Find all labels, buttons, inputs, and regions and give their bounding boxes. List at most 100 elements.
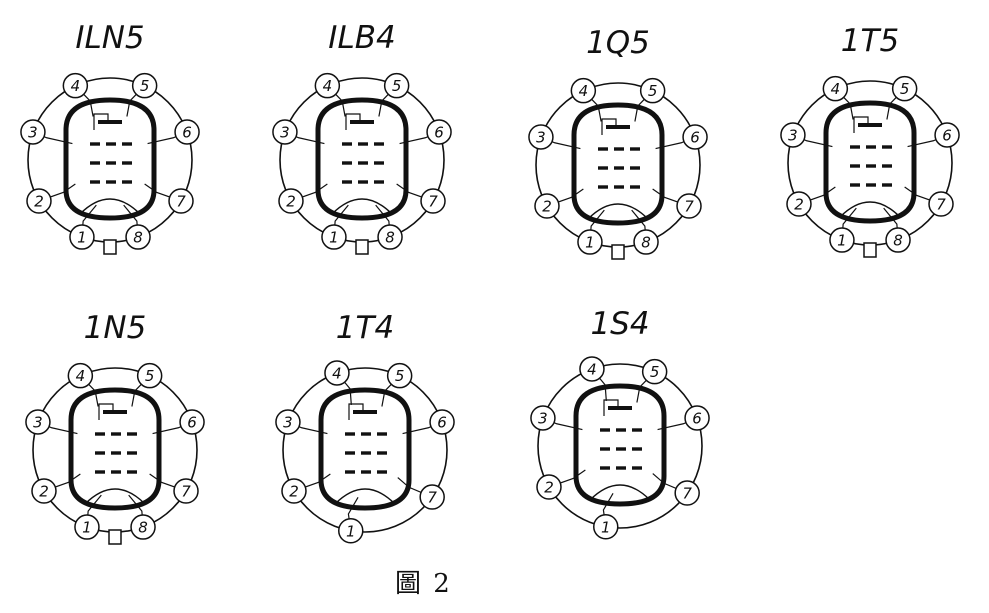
pin-6-badge <box>174 119 200 145</box>
pin-number: 1 <box>837 232 847 250</box>
glass-bulb <box>823 100 917 224</box>
pin-2-badge <box>281 478 307 504</box>
pin-3-badge <box>20 119 46 145</box>
pin-8-badge <box>633 229 659 255</box>
pin-4-badge <box>314 72 341 99</box>
glass-bulb <box>318 387 412 511</box>
pin-number: 8 <box>641 234 651 252</box>
pin-number: 5 <box>650 363 660 381</box>
pin-number: 4 <box>323 77 333 95</box>
pin-7-badge <box>168 188 194 214</box>
pin-5-badge <box>136 362 163 389</box>
pin-8-badge <box>885 227 911 253</box>
pin-number: 3 <box>28 123 38 141</box>
glass-bulb <box>68 387 162 511</box>
pin-number: 4 <box>76 367 86 385</box>
pin-7-badge <box>420 188 446 214</box>
base-arc <box>79 198 141 215</box>
pin-number: 1 <box>346 522 356 540</box>
base-arc <box>84 488 146 505</box>
pin-5-badge <box>639 77 666 104</box>
pin-number: 5 <box>392 77 402 95</box>
base-arc <box>334 488 396 505</box>
pin-number: 2 <box>794 196 804 214</box>
pin-number: 3 <box>280 123 290 141</box>
base-arc <box>587 203 649 220</box>
pin-3-badge <box>780 122 806 148</box>
pin-number: 5 <box>648 82 658 100</box>
pin-4-badge <box>579 356 605 382</box>
pin-1-badge <box>338 518 364 544</box>
pin-8-badge <box>130 514 156 540</box>
pin-7-badge <box>676 193 702 219</box>
pin-1-badge <box>321 224 347 250</box>
pin-1-badge <box>74 514 100 540</box>
plate-lead <box>93 113 109 130</box>
tube-title: ILN5 <box>75 20 144 56</box>
pin-4-badge <box>822 75 849 102</box>
figure-caption: 圖 2 <box>395 569 452 599</box>
pin-1-badge <box>577 229 603 255</box>
pin-number: 3 <box>283 413 293 431</box>
envelope-circle <box>282 367 448 533</box>
pin-6-badge <box>426 119 452 145</box>
pin-3-badge <box>275 409 301 435</box>
pin-number: 4 <box>587 360 597 378</box>
pin-number: 7 <box>684 198 694 216</box>
pin-6-badge <box>429 409 455 435</box>
pin-4-badge <box>570 77 597 104</box>
pin-6-badge <box>179 409 205 435</box>
pin-number: 5 <box>900 80 910 98</box>
tube-title: ILB4 <box>328 20 395 56</box>
plate-lead <box>603 399 619 416</box>
pin-number: 4 <box>579 82 589 100</box>
pin-number: 6 <box>692 409 702 427</box>
glass-bulb <box>571 102 665 226</box>
pin-number: 8 <box>138 519 148 537</box>
base-key <box>103 239 117 255</box>
pin-number: 7 <box>682 485 692 503</box>
pin-number: 1 <box>329 229 339 247</box>
pin-number: 5 <box>395 367 405 385</box>
pin-number: 6 <box>437 413 447 431</box>
pin-number: 6 <box>187 413 197 431</box>
plate-lead <box>853 116 869 133</box>
pin-number: 4 <box>831 80 841 98</box>
pin-5-badge <box>641 358 668 385</box>
pin-5-badge <box>386 362 413 389</box>
pin-number: 3 <box>33 413 43 431</box>
base-key <box>108 529 122 545</box>
glass-bulb <box>315 97 409 221</box>
base-key <box>611 244 625 260</box>
pin-number: 8 <box>893 232 903 250</box>
envelope-circle <box>537 363 703 529</box>
pin-7-badge <box>674 480 700 506</box>
glass-bulb <box>573 383 667 507</box>
pin-number: 2 <box>286 193 296 211</box>
pin-7-badge <box>928 191 954 217</box>
pin-number: 2 <box>289 483 299 501</box>
pin-2-badge <box>26 188 52 214</box>
pin-number: 7 <box>176 193 186 211</box>
base-arc <box>331 198 393 215</box>
pin-4-badge <box>62 72 89 99</box>
pin-8-badge <box>377 224 403 250</box>
pin-5-badge <box>131 72 158 99</box>
plate-lead <box>348 403 364 420</box>
pin-number: 7 <box>181 483 191 501</box>
tube-title: 1T5 <box>841 23 899 59</box>
pin-2-badge <box>534 193 560 219</box>
plate-lead <box>345 113 361 130</box>
pin-number: 2 <box>542 198 552 216</box>
pin-2-badge <box>536 474 562 500</box>
pin-2-badge <box>31 478 57 504</box>
pin-5-badge <box>383 72 410 99</box>
base-arc <box>839 201 901 218</box>
tube-title: 1S4 <box>590 306 649 342</box>
pin-number: 6 <box>690 128 700 146</box>
pin-number: 2 <box>34 193 44 211</box>
